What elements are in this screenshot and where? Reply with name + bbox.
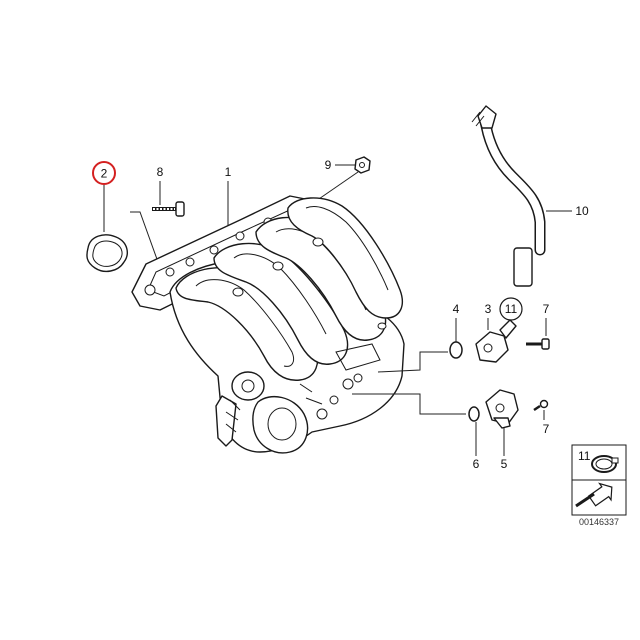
callout-6[interactable]: 6 [473,457,480,471]
callout-7-lower[interactable]: 7 [543,422,550,436]
screw-lower[interactable] [533,399,549,412]
legend-box: 11 [571,444,627,516]
leader-valve-to-manifold [377,351,448,373]
o-ring-lower[interactable] [468,406,480,422]
callout-11[interactable]: 11 [499,297,523,321]
legend-number: 11 [578,449,591,463]
callout-7-upper[interactable]: 7 [543,302,550,316]
screw-upper[interactable] [526,338,550,350]
intake-manifold[interactable] [131,195,405,454]
callout-9[interactable]: 9 [325,158,332,172]
callout-10[interactable]: 10 [575,204,589,218]
gasket-ring[interactable] [86,234,128,273]
idle-control-valve[interactable] [485,389,519,429]
hose-clamp-icon [591,455,619,473]
callout-3[interactable]: 3 [485,302,492,316]
callout-2[interactable]: 2 [92,161,116,185]
o-ring-upper[interactable] [449,341,463,359]
direction-arrow-icon [575,482,613,508]
callout-4[interactable]: 4 [453,302,460,316]
svg-text:11: 11 [505,302,518,316]
callout-8[interactable]: 8 [157,165,164,179]
valve-fitting[interactable] [475,319,517,363]
callout-1[interactable]: 1 [225,165,232,179]
bolt[interactable] [152,201,185,217]
nut[interactable] [354,156,371,174]
breather-hose[interactable] [471,105,546,287]
leader-icv-to-manifold [352,393,466,415]
svg-text:2: 2 [101,167,108,181]
callout-5[interactable]: 5 [501,457,508,471]
reference-code: 00146337 [579,517,619,527]
leader-2-to-flange [130,211,159,263]
